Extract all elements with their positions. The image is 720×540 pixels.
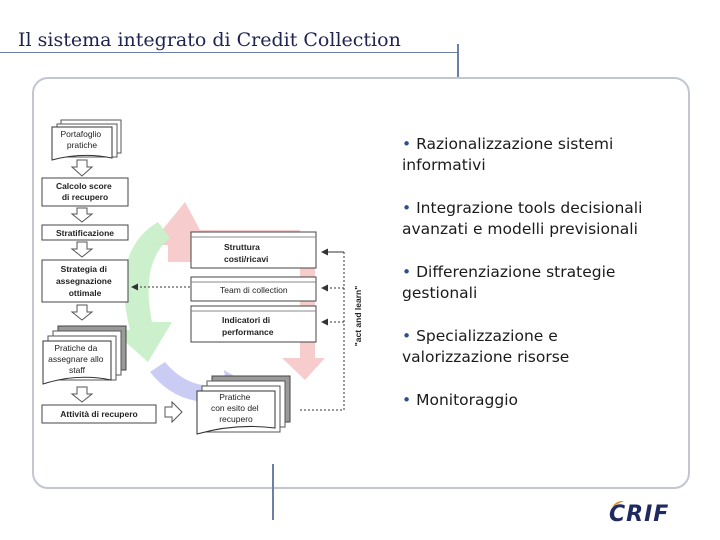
- pratiche-staff-label-2: assegnare allo: [48, 354, 104, 364]
- svg-text:Portafoglio pratiche: Portafoglio pratiche: [60, 129, 103, 150]
- svg-text:Pratiche con esito del: Pratiche con esito del recupero: [211, 392, 261, 424]
- score-label-1: Calcolo score: [56, 181, 112, 191]
- strategia-label-1: Strategia di: [61, 264, 107, 274]
- bullet-dot-icon: •: [402, 327, 412, 345]
- stratificazione-box: Stratificazione: [41, 224, 129, 241]
- struttura-label-1: Struttura: [224, 242, 260, 252]
- svg-text:Calcolo score di recuper: Calcolo score di recupero: [56, 181, 114, 202]
- indicatori-box: Indicatori di performance: [190, 305, 317, 343]
- bullet-list: • Razionalizzazione sistemi informativi …: [402, 134, 672, 433]
- svg-text:Strategia di assegnazion: Strategia di assegnazione ottimale: [56, 264, 114, 298]
- struttura-label-2: costi/ricavi: [224, 254, 268, 264]
- score-label-2: di recupero: [62, 192, 108, 202]
- struttura-box: Struttura costi/ricavi: [190, 231, 317, 269]
- svg-text:Indicatori di performanc: Indicatori di performance: [222, 315, 274, 337]
- score-box: Calcolo score di recupero: [41, 177, 129, 207]
- pratiche-esito-label-2: con esito del: [211, 403, 259, 413]
- strategia-label-2: assegnazione: [56, 276, 112, 286]
- bullet-item: • Razionalizzazione sistemi informativi: [402, 135, 614, 174]
- bullet-item: • Integrazione tools decisionali avanzat…: [402, 199, 643, 238]
- crif-flame-icon: [612, 500, 624, 507]
- attivita-label: Attività di recupero: [60, 409, 137, 419]
- down-arrow-1: [70, 159, 94, 177]
- bullet-dot-icon: •: [402, 391, 412, 409]
- down-arrow-4: [70, 304, 94, 321]
- pratiche-esito-label-1: Pratiche: [219, 392, 250, 402]
- pratiche-staff-stack: Pratiche da assegnare allo staff: [42, 325, 127, 385]
- pratiche-staff-label-1: Pratiche da: [54, 343, 97, 353]
- indicatori-label-2: performance: [222, 327, 274, 337]
- portfolio-label-1: Portafoglio: [60, 129, 101, 139]
- crif-logo: CRIF: [609, 502, 670, 527]
- team-label: Team di collection: [220, 285, 288, 295]
- down-arrow-2: [70, 207, 94, 223]
- pratiche-esito-stack: Pratiche con esito del recupero: [196, 375, 291, 435]
- divider-line-top: [457, 44, 459, 94]
- pratiche-esito-label-3: recupero: [219, 414, 253, 424]
- svg-text:Struttura costi/ricavi: Struttura costi/ricavi: [224, 242, 268, 264]
- page-title: Il sistema integrato di Credit Collectio…: [18, 29, 401, 51]
- strategia-label-3: ottimale: [69, 288, 102, 298]
- down-arrow-5: [70, 386, 94, 403]
- team-box: Team di collection: [190, 276, 317, 302]
- right-arrow-attivita: [164, 400, 183, 424]
- bullet-item: • Monitoraggio: [402, 391, 518, 409]
- portfolio-label-2: pratiche: [67, 140, 98, 150]
- down-arrow-3: [70, 241, 94, 258]
- bullet-item: • Specializzazione e valorizzazione riso…: [402, 327, 570, 366]
- bullet-item: • Differenziazione strategie gestionali: [402, 263, 616, 302]
- bullet-dot-icon: •: [402, 263, 412, 281]
- attivita-box: Attività di recupero: [41, 404, 157, 424]
- bullet-dot-icon: •: [402, 199, 412, 217]
- act-learn-label: "act and learn": [353, 286, 363, 347]
- portfolio-doc-stack: Portafoglio pratiche: [51, 119, 122, 161]
- divider-line-bottom: [272, 464, 274, 520]
- pratiche-staff-label-3: staff: [69, 365, 86, 375]
- indicatori-label-1: Indicatori di: [222, 315, 270, 325]
- svg-text:Pratiche da assegnare al: Pratiche da assegnare allo staff: [48, 343, 106, 375]
- strategia-box: Strategia di assegnazione ottimale: [41, 259, 129, 303]
- bullet-dot-icon: •: [402, 135, 412, 153]
- cycle-arrow-green: [112, 222, 172, 362]
- stratificazione-label: Stratificazione: [56, 228, 114, 238]
- title-rule: [0, 52, 458, 53]
